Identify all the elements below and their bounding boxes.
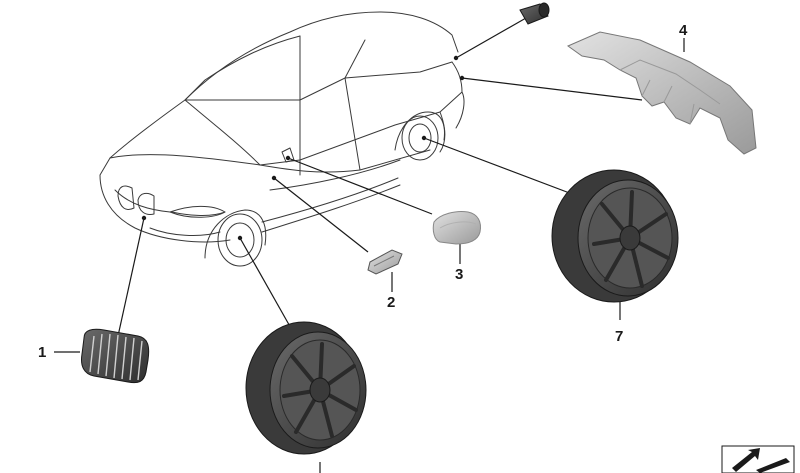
- callout-1: 1: [38, 344, 46, 361]
- rear-wheel-rim: [551, 169, 679, 303]
- callout-2: 2: [387, 294, 395, 311]
- car-outline: [99, 11, 465, 267]
- rear-diffuser-part: [566, 31, 757, 155]
- kidney-grille-part: [81, 328, 150, 384]
- callout-4: 4: [679, 22, 688, 39]
- arrow-icon: [721, 445, 795, 473]
- front-wheel-rim: [245, 321, 367, 455]
- exhaust-tip-part: [519, 2, 550, 25]
- callout-3: 3: [455, 266, 463, 283]
- callout-7: 7: [615, 328, 623, 345]
- side-repeater-part: [367, 249, 403, 275]
- mirror-cap-part: [432, 211, 481, 245]
- leader-lines: [54, 17, 685, 473]
